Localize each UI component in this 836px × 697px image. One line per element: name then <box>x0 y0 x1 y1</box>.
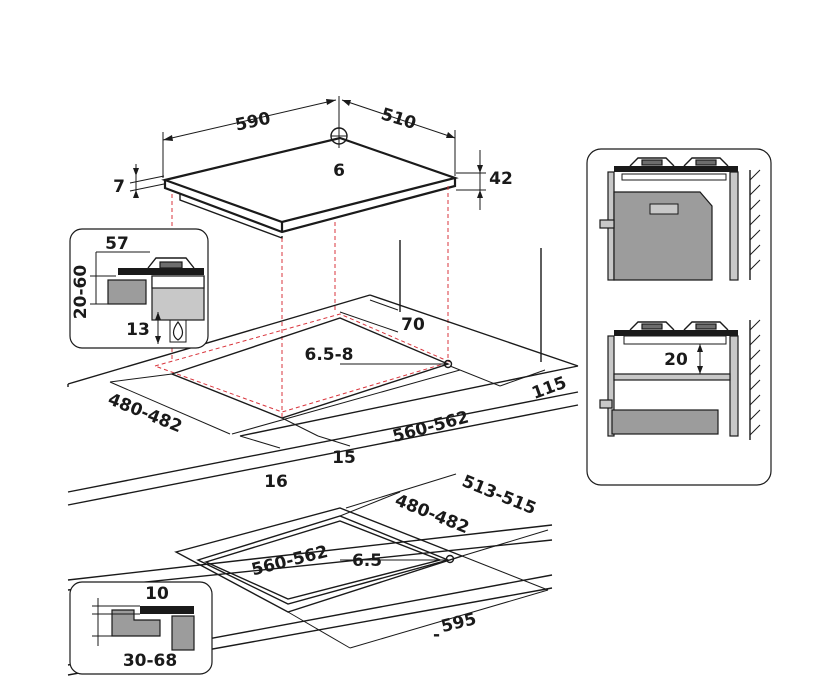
detail-flush-thickness-label: 30-68 <box>123 651 177 671</box>
cutout-side-clearance-label: 115 <box>529 373 569 404</box>
detail-side-section: 57 20-60 13 <box>69 228 209 349</box>
cutout-front-offset-a-label: 16 <box>264 472 288 492</box>
hob-width-label: 590 <box>234 109 273 136</box>
cutout-rear-clearance-label: 70 <box>401 315 425 335</box>
detail-flush-step-label: 10 <box>145 584 169 604</box>
flush-corner-radius-label: 6.5 <box>352 551 382 571</box>
installation-panel: 20 <box>586 148 772 486</box>
cutout-width-label: 560-562 <box>390 407 471 447</box>
svg-text:-: - <box>433 625 440 645</box>
detail-side-top-label: 57 <box>105 234 129 254</box>
flush-inner-depth-label: 480-482 <box>392 490 472 538</box>
installation-gap-label: 20 <box>664 350 688 370</box>
hob-top-view: 590 510 7 42 6 <box>113 96 513 240</box>
hob-height-left-label: 7 <box>113 177 125 197</box>
gas-connection-label: 6 <box>333 161 345 181</box>
detail-flush-section: 10 30-68 <box>69 581 213 675</box>
hob-depth-label: 510 <box>379 104 419 134</box>
cutout-front-offset-b-label: 15 <box>332 448 356 468</box>
gas-flame-icon <box>172 320 184 341</box>
cutout-corner-radius-label: 6.5-8 <box>305 345 354 365</box>
flush-inner-width-label: 560-562 <box>250 542 331 580</box>
flush-outer-depth-label: 513-515 <box>459 471 539 519</box>
detail-side-bottom-label: 13 <box>126 320 150 340</box>
hob-height-right-label: 42 <box>489 169 513 189</box>
flush-outer-width-label: 595 <box>439 609 478 637</box>
detail-side-height-label: 20-60 <box>71 265 91 320</box>
